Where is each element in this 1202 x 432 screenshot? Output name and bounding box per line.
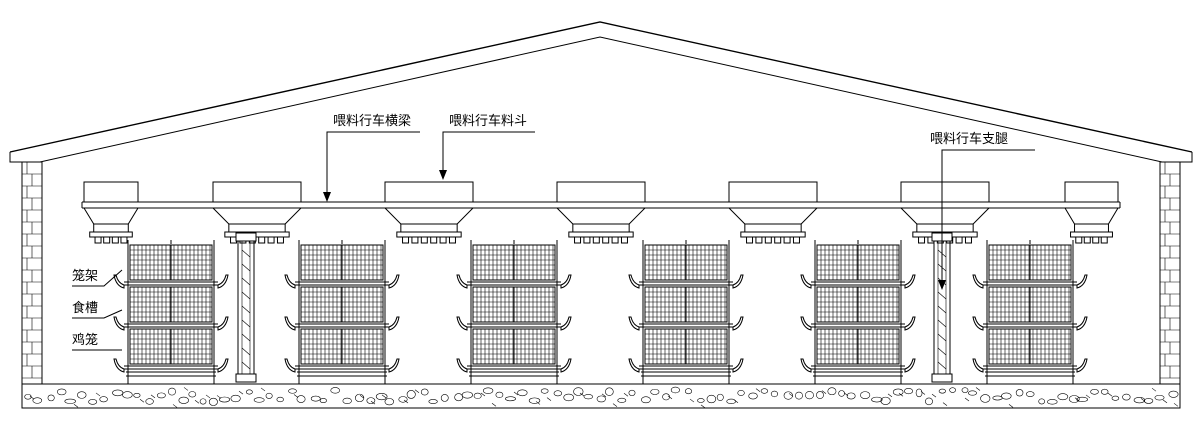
feeder-hopper [555,181,647,244]
feed-trough [560,358,572,373]
roof [9,21,1193,163]
feed-trough [800,316,812,331]
feed-trough [732,274,744,289]
feed-trough [628,316,640,331]
chicken-cage [800,244,916,289]
chicken-cage [284,244,400,289]
label-cage-frame: 笼架 [72,268,98,284]
feed-trough [904,316,916,331]
feed-trough [456,274,468,289]
feed-trough [560,316,572,331]
feed-trough [732,316,744,331]
feed-trough [800,358,812,373]
chicken-cage [113,244,229,289]
feed-trough [284,358,296,373]
feed-trough [628,358,640,373]
cage-row [456,240,572,384]
feed-trough [388,316,400,331]
feed-trough [113,316,125,331]
feed-trough [1076,316,1088,331]
cage-row [800,240,916,384]
cage-row [972,240,1088,384]
cage-row [628,240,744,384]
feed-trough [1076,274,1088,289]
chicken-cage [456,328,572,373]
chicken-cage [284,328,400,373]
feed-trough [972,316,984,331]
feed-trough [113,274,125,289]
label-chicken-cage: 鸡笼 [72,332,98,348]
feeder-legs [235,232,953,383]
feeder-hopper [727,181,819,244]
cage-row [113,240,229,384]
label-feeder-leg: 喂料行车支腿 [930,131,1008,147]
feed-trough [456,358,468,373]
feeder-hopper [211,181,303,244]
chicken-cage [628,286,744,331]
feeder-hopper [383,181,475,244]
chicken-cage [628,328,744,373]
feeder-leg [235,232,257,383]
feed-trough [800,274,812,289]
cage-row [284,240,400,384]
chicken-cage [456,286,572,331]
chicken-cage [800,286,916,331]
feeder-hopper [1064,181,1119,244]
chicken-cage [284,286,400,331]
feed-trough [1076,358,1088,373]
chicken-cage [628,244,744,289]
label-feeder-beam: 喂料行车横梁 [333,113,411,129]
chicken-cage [800,328,916,373]
chicken-cage [972,328,1088,373]
chicken-cage [113,328,229,373]
chicken-cage [113,286,229,331]
chicken-cage [972,286,1088,331]
feeder-hopper [899,181,991,244]
feed-trough [388,358,400,373]
feed-trough [972,358,984,373]
feeder-hopper [83,181,139,244]
feed-trough [904,358,916,373]
label-feed-trough: 食槽 [72,300,98,316]
feed-trough [284,316,296,331]
feeder-beam [81,201,1121,209]
annotations: 喂料行车横梁 喂料行车料斗 喂料行车支腿 笼架 食槽 鸡笼 [72,113,1035,351]
foundation [21,383,1181,409]
feed-trough [560,274,572,289]
feed-trough [972,274,984,289]
chicken-cage [456,244,572,289]
feed-trough [284,274,296,289]
feed-trough [904,274,916,289]
feed-trough [456,316,468,331]
feed-trough [217,316,229,331]
label-feeder-hopper: 喂料行车料斗 [449,113,527,129]
chicken-cage [972,244,1088,289]
feed-trough [217,358,229,373]
cage-rows [113,240,1088,384]
feed-trough [217,274,229,289]
feed-trough [113,358,125,373]
feed-trough [732,358,744,373]
feeder-hoppers [83,181,1119,244]
feed-trough [628,274,640,289]
feed-trough [388,274,400,289]
